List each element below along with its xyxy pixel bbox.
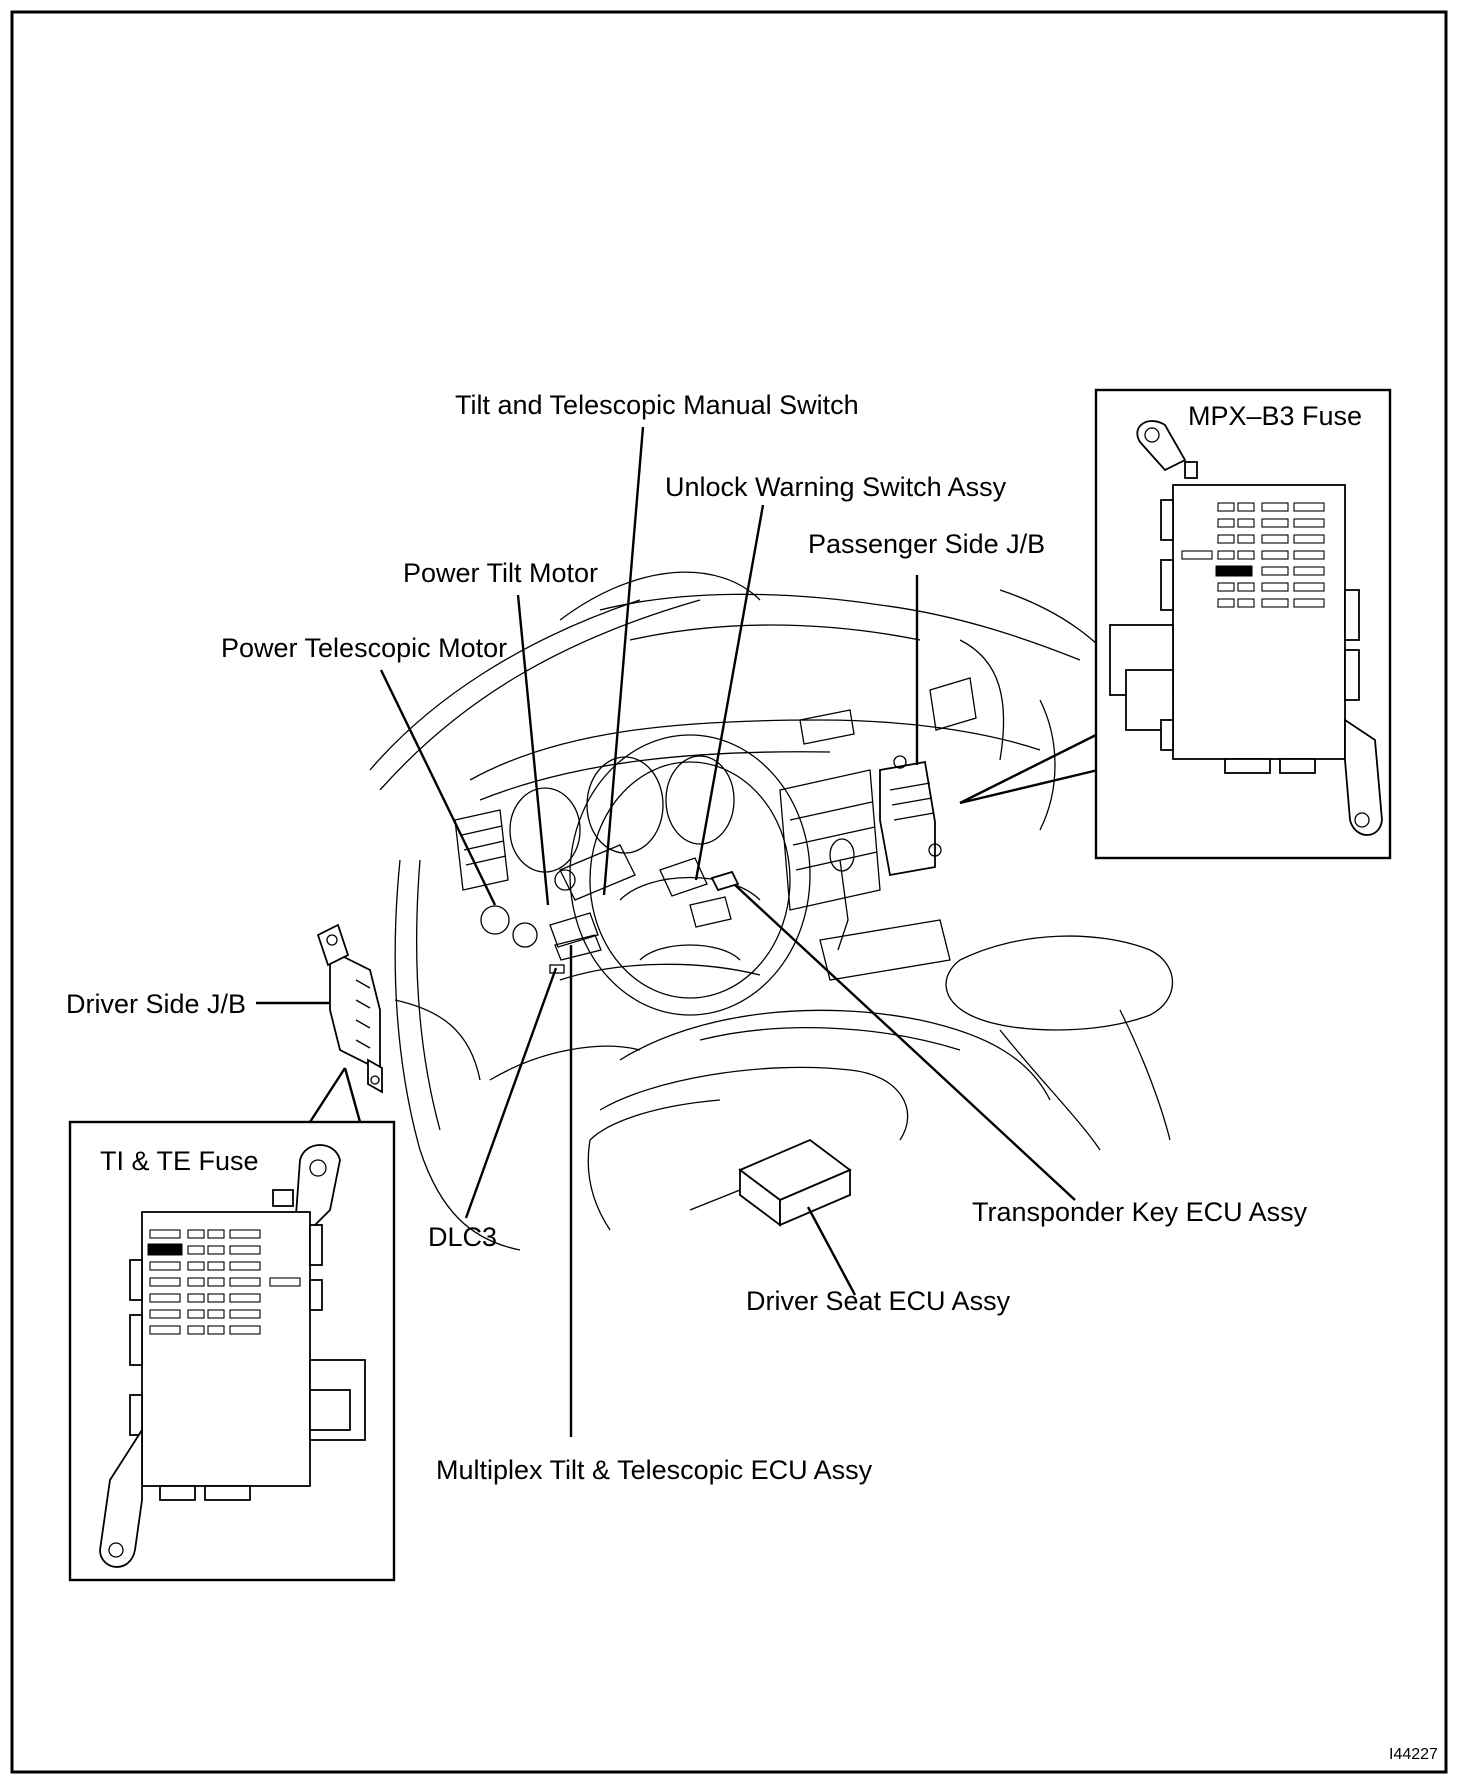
passenger-side-inset: MPX–B3 Fuse [1094,388,1392,860]
label-passenger-side-jb: Passenger Side J/B [808,529,1045,559]
passenger-jb-unit [879,755,942,877]
transponder-ecu-unit [710,870,740,892]
mpx-b3-fuse-label: MPX–B3 Fuse [1188,401,1362,431]
driver-jb-box [141,1211,311,1487]
label-tilt-telescopic-manual-switch: Tilt and Telescopic Manual Switch [455,390,859,420]
label-power-telescopic-motor: Power Telescopic Motor [221,633,507,663]
label-unlock-warning-switch-assy: Unlock Warning Switch Assy [665,472,1007,502]
driver-jb-unit [316,923,383,1094]
label-transponder-key-ecu-assy: Transponder Key ECU Assy [972,1197,1308,1227]
label-dlc3: DLC3 [428,1222,497,1252]
dashboard-illustration [369,571,1173,1251]
ti-te-fuse-label: TI & TE Fuse [100,1146,259,1176]
mpx-b3-fuse [1215,565,1253,577]
label-power-tilt-motor: Power Tilt Motor [403,558,598,588]
diagram-frame [10,10,1448,1774]
passenger-jb-box [1172,484,1346,760]
label-driver-seat-ecu-assy: Driver Seat ECU Assy [746,1286,1011,1316]
ti-te-fuse [147,1243,183,1256]
passenger-fuse-grid [1181,502,1325,608]
label-driver-side-jb: Driver Side J/B [66,989,246,1019]
label-multiplex-tilt-telescopic-ecu-assy: Multiplex Tilt & Telescopic ECU Assy [436,1455,873,1485]
driver-fuse-grid [147,1229,301,1335]
driver-side-inset: TI & TE Fuse [68,1120,396,1582]
figure-id: I44227 [1389,1746,1438,1763]
labels: Tilt and Telescopic Manual Switch Unlock… [66,390,1438,1763]
driver-seat-ecu-unit [689,1138,852,1227]
